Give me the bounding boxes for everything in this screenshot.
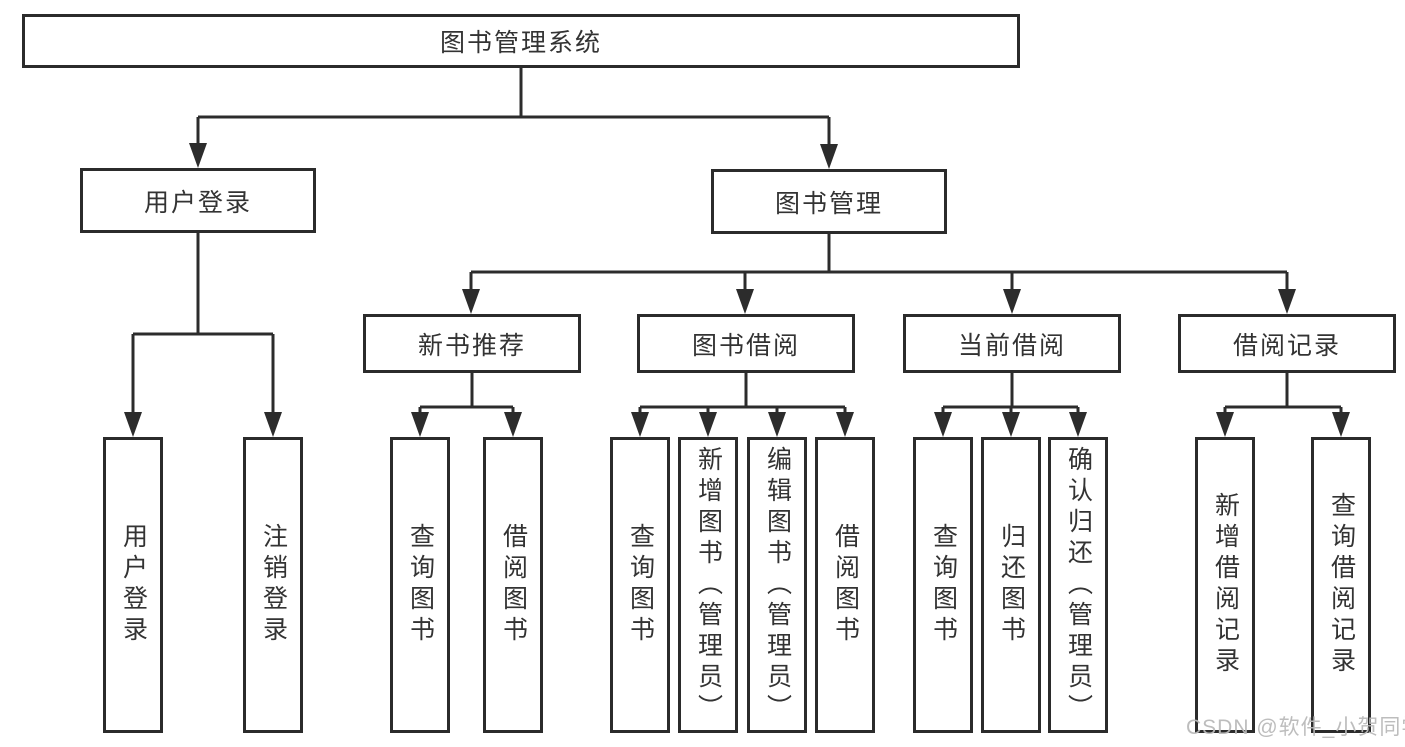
node-label: 图书管理 (774, 189, 883, 218)
node-label: 借阅记录 (1232, 331, 1341, 360)
node-new-book-recommendation: 新书推荐 (363, 314, 581, 373)
node-label: 图书管理系统 (439, 29, 602, 57)
node-leaf-logout: 注销登录 (243, 437, 303, 733)
node-label: 当前借阅 (957, 331, 1066, 360)
node-label: 借阅图书 (499, 523, 528, 647)
node-leaf-query-books-recommend: 查询图书 (390, 437, 450, 733)
node-leaf-borrow-books-recommend: 借阅图书 (483, 437, 543, 733)
node-leaf-return-book: 归还图书 (981, 437, 1041, 733)
node-label: 归还图书 (997, 523, 1026, 647)
node-label: 图书借阅 (691, 331, 800, 360)
node-current-borrowing: 当前借阅 (903, 314, 1121, 373)
node-label: 新增借阅记录 (1211, 492, 1240, 678)
node-label: 用户登录 (119, 523, 148, 647)
node-label: 编辑图书（管理员） (763, 445, 792, 725)
node-label: 查询图书 (626, 523, 655, 647)
node-leaf-user-login: 用户登录 (103, 437, 163, 733)
node-label: 查询图书 (929, 523, 958, 647)
node-leaf-confirm-return-admin: 确认归还（管理员） (1048, 437, 1108, 733)
csdn-watermark: CSDN @软件_小贺同学 (1186, 716, 1405, 739)
arrowheads (124, 143, 1350, 437)
node-label: 确认归还（管理员） (1064, 445, 1093, 725)
node-book-borrowing: 图书借阅 (637, 314, 855, 373)
node-leaf-add-book-admin: 新增图书（管理员） (678, 437, 738, 733)
node-leaf-add-borrow-record: 新增借阅记录 (1195, 437, 1255, 733)
node-leaf-query-books-borrowing: 查询图书 (610, 437, 670, 733)
node-label: 借阅图书 (831, 523, 860, 647)
node-library-management-system: 图书管理系统 (22, 14, 1020, 68)
node-borrowing-records: 借阅记录 (1178, 314, 1396, 373)
node-leaf-edit-book-admin: 编辑图书（管理员） (747, 437, 807, 733)
node-book-management: 图书管理 (711, 169, 947, 234)
node-label: 注销登录 (259, 523, 288, 647)
node-user-login: 用户登录 (80, 168, 316, 233)
node-label: 用户登录 (143, 188, 252, 217)
node-leaf-query-books-current: 查询图书 (913, 437, 973, 733)
node-leaf-query-borrow-record: 查询借阅记录 (1311, 437, 1371, 733)
node-leaf-borrow-books: 借阅图书 (815, 437, 875, 733)
node-label: 新增图书（管理员） (694, 445, 723, 725)
node-label: 查询图书 (406, 523, 435, 647)
node-label: 新书推荐 (417, 331, 526, 360)
node-label: 查询借阅记录 (1327, 492, 1356, 678)
